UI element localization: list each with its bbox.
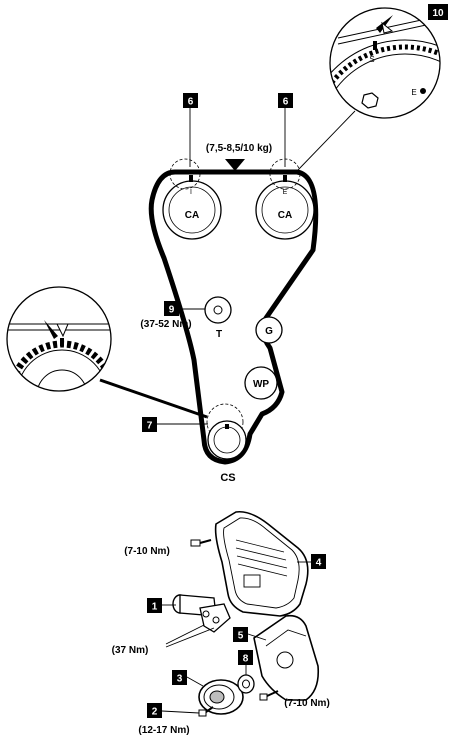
tension-spec: (7,5-8,5/10 kg) — [206, 143, 272, 154]
crankshaft-pulley-part — [198, 679, 244, 715]
callout-3: 3 — [177, 674, 183, 685]
tensioner-bolt-torque: (37 Nm) — [112, 645, 149, 656]
tensioner-label: T — [216, 329, 222, 340]
crankshaft-detail-zoom — [6, 286, 112, 392]
timing-cover-upper — [214, 510, 309, 617]
belt-layout: CA I CA E T G WP — [99, 108, 356, 484]
callout-2: 2 — [152, 707, 158, 718]
callout-10: 10 — [432, 8, 444, 19]
mark-zone-crank — [206, 403, 244, 441]
timing-cover-lower — [253, 614, 320, 701]
callout-6-left: 6 — [188, 97, 194, 108]
exploded-parts: (7-10 Nm) (37 Nm) (12-17 Nm) (7-10 Nm) — [112, 510, 330, 736]
callout-1: 1 — [152, 602, 158, 613]
water-pump-pulley: WP — [244, 366, 278, 400]
callout-8: 8 — [243, 654, 249, 665]
callout-4: 4 — [316, 558, 322, 569]
idler-pulley: G — [255, 316, 283, 344]
tensioner-pulley: T — [204, 296, 232, 340]
callout-7: 7 — [147, 421, 153, 432]
tensioner-assembly — [172, 594, 231, 633]
washer-part — [237, 674, 255, 694]
camshaft-pulley-right: CA E — [255, 175, 315, 240]
zoom-s-mark: S — [369, 55, 374, 64]
bolt-icon — [259, 690, 279, 701]
crankshaft-pulley: CS — [207, 420, 247, 484]
camshaft-detail-zoom: S E — [329, 7, 441, 119]
timing-mark — [283, 175, 287, 182]
callout-badges: 6 6 10 9 7 4 1 5 8 3 2 — [142, 4, 448, 718]
callout-9: 9 — [169, 305, 175, 316]
zoom-e-mark: E — [411, 88, 416, 97]
pulley-bolt-torque: (12-17 Nm) — [138, 725, 189, 736]
cam-left-mark-text: I — [190, 189, 192, 196]
mark-zone-left — [169, 158, 201, 190]
triangle-mark-icon — [56, 323, 69, 338]
camshaft-left-label: CA — [185, 210, 199, 221]
bolt-head-icon — [361, 92, 379, 109]
crankshaft-label: CS — [220, 472, 235, 484]
arrow-icon — [376, 15, 393, 33]
cover-bolt-torque-top: (7-10 Nm) — [124, 546, 170, 557]
arrow-icon — [44, 320, 58, 339]
cam-right-mark-text: E — [283, 189, 288, 196]
water-pump-label: WP — [253, 379, 269, 390]
camshaft-right-label: CA — [278, 210, 292, 221]
idler-label: G — [265, 326, 273, 337]
camshaft-pulley-left: CA I — [162, 175, 222, 240]
tension-arrow-icon — [225, 159, 245, 171]
bolt-icon — [190, 539, 212, 547]
callout-6-right: 6 — [283, 97, 289, 108]
timing-mark — [189, 175, 193, 182]
callout-5: 5 — [238, 631, 244, 642]
tensioner-torque: (37-52 Nm) — [140, 319, 191, 330]
cover-bolt-torque-bottom: (7-10 Nm) — [284, 698, 330, 709]
triangle-mark-icon — [381, 21, 394, 34]
